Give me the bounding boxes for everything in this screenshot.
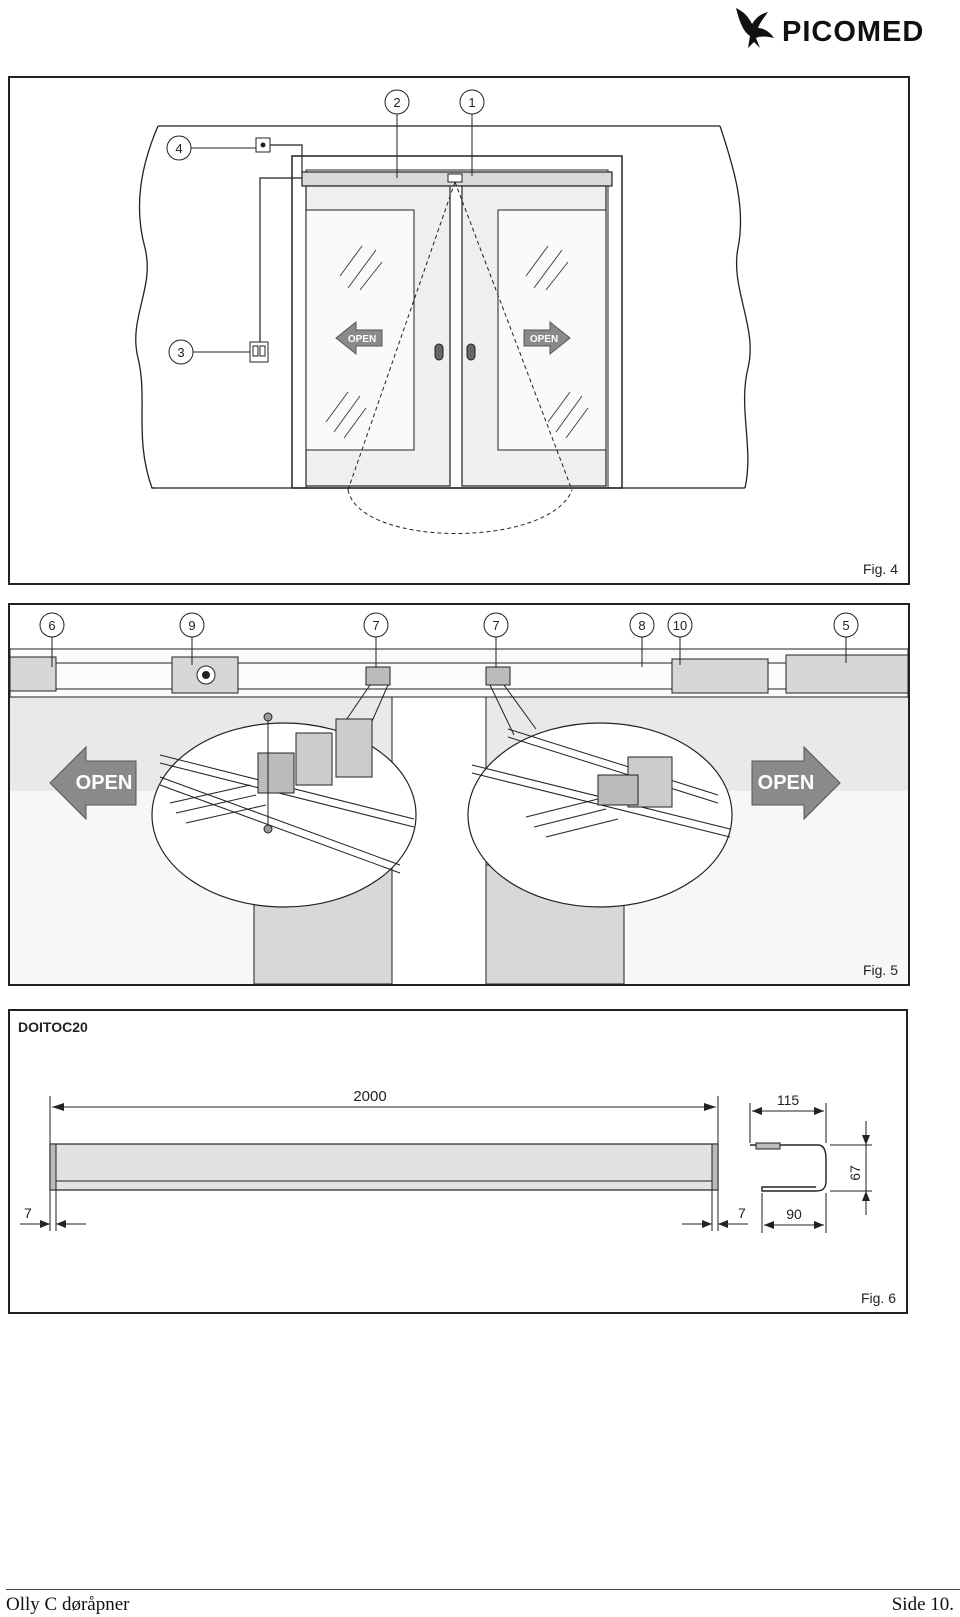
callout-9: 9 [179,612,205,665]
dim-length: 2000 [353,1088,386,1105]
open-right-label: OPEN [758,772,815,794]
figure-5-panel: OPEN OPEN 6 9 7 7 8 [8,603,910,986]
open-left-arrow: OPEN [49,745,137,821]
callout-4: 4 [166,135,256,161]
callout-5: 5 [833,612,859,663]
drive-rail-assembly-drawing: OPEN OPEN 6 9 7 7 8 [10,612,908,984]
footer-title: Olly C døråpner [6,1594,130,1615]
open-right-label: OPEN [530,334,558,345]
dim-right-end: 7 [738,1205,746,1221]
sliding-door-elevation-drawing: OPEN OPEN 1 2 3 [135,89,751,534]
page-number: Side 10. [891,1594,954,1615]
callout-2: 2 [384,89,410,178]
svg-text:3: 3 [177,345,184,360]
callout-10: 10 [667,612,693,665]
open-right-arrow: OPEN [523,320,571,356]
open-left-arrow: OPEN [335,320,383,356]
svg-text:7: 7 [492,618,499,633]
svg-text:9: 9 [188,618,195,633]
svg-text:5: 5 [842,618,849,633]
callout-8: 8 [629,612,655,667]
footer-divider [6,1589,960,1590]
svg-text:10: 10 [673,618,687,633]
svg-text:2: 2 [393,95,400,110]
figure-4-label: Fig. 4 [862,561,898,577]
dim-inner: 90 [786,1206,802,1222]
figure-6-panel: DOITOC20 2000 7 7 115 67 [8,1009,908,1314]
picomed-logo: PICOMED [730,2,960,52]
figure-4-panel: OPEN OPEN 1 2 3 [8,76,910,585]
svg-text:8: 8 [638,618,645,633]
callout-7-left: 7 [363,612,389,667]
profile-dimension-drawing: 2000 7 7 115 67 90 [20,1088,872,1233]
svg-text:1: 1 [468,95,475,110]
dim-width: 115 [777,1092,800,1108]
callout-7-right: 7 [483,612,509,667]
profile-title: DOITOC20 [18,1019,88,1035]
brand-name: PICOMED [782,16,925,48]
svg-text:4: 4 [175,141,182,156]
callout-6: 6 [39,612,65,667]
figure-6-label: Fig. 6 [860,1290,896,1306]
callout-3: 3 [168,339,250,365]
dim-left-end: 7 [24,1205,32,1221]
svg-text:7: 7 [372,618,379,633]
open-left-label: OPEN [76,772,133,794]
figure-5-label: Fig. 5 [862,962,898,978]
svg-text:6: 6 [48,618,55,633]
open-right-arrow: OPEN [751,745,841,821]
dim-height: 67 [847,1165,863,1181]
callout-1: 1 [459,89,485,176]
bird-logo-icon [736,8,774,48]
open-left-label: OPEN [348,334,376,345]
